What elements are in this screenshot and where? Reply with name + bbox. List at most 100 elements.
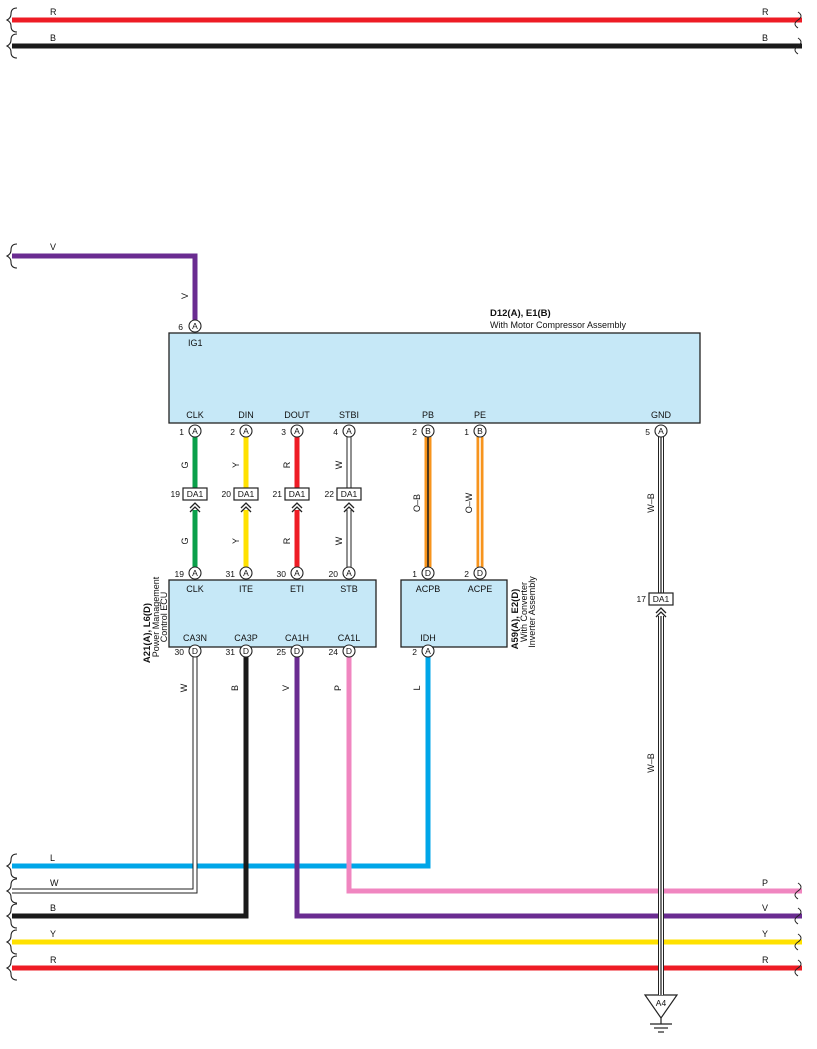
ig1-wire-vlabel: V xyxy=(180,293,190,299)
bus-label-right-6: R xyxy=(762,955,769,965)
inverter-bottom-pin-0-letter: A xyxy=(425,646,431,656)
signal-wire-label-top-1: Y xyxy=(231,462,241,468)
inverter-top-pin-0 xyxy=(421,566,435,580)
ecu-top-pin-0-letter: A xyxy=(192,568,198,578)
compressor-pin-3-letter: A xyxy=(346,426,352,436)
compressor-pin-name-1: DIN xyxy=(238,410,254,420)
inverter-bottom-pin-number-0: 2 xyxy=(412,647,417,657)
ecu-box xyxy=(168,579,377,648)
top-wire-brace-1 xyxy=(5,33,18,59)
compressor-pin-name-6: GND xyxy=(651,410,672,420)
ecu-bottom-pin-0-letter: D xyxy=(192,646,198,656)
ecu-top-pin-name-1: ITE xyxy=(239,584,253,594)
bus-label-left-5: Y xyxy=(50,929,56,939)
ecu-bottom-pin-0 xyxy=(188,644,202,658)
ecu-top-pin-name-3: STB xyxy=(340,584,358,594)
compressor-pin-number-3: 4 xyxy=(333,427,338,437)
ecu-bottom-pin-name-1: CA3P xyxy=(234,633,258,643)
junction-box-3 xyxy=(336,487,362,501)
junction-box-2 xyxy=(284,487,310,501)
inverter-top-pin-name-1: ACPE xyxy=(468,584,493,594)
inverter-title: A59(A), E2(D) xyxy=(510,589,521,650)
compressor-pin-name-2: DOUT xyxy=(284,410,310,420)
junction-chevron-0 xyxy=(189,502,201,513)
compressor-pin-name-0: CLK xyxy=(186,410,204,420)
bus-label-left-6: R xyxy=(50,955,57,965)
junction-pin-2: 21 xyxy=(273,489,283,499)
signal-wire-label-top-0: G xyxy=(180,461,190,468)
bus-wire-1-outline xyxy=(12,657,198,894)
ecu-top-pin-1-letter: A xyxy=(243,568,249,578)
compressor-pin-number-6: 5 xyxy=(645,427,650,437)
ig1-pin xyxy=(188,319,202,333)
ecu-bottom-pin-1 xyxy=(239,644,253,658)
ecu-bottom-pin-name-3: CA1L xyxy=(338,633,361,643)
inverter-line2: Inverter Assembly xyxy=(527,576,537,648)
ig1-pin-letter: A xyxy=(192,321,198,331)
top-wire-brace-0 xyxy=(5,7,18,33)
ecu-line1: Power Management xyxy=(151,576,161,657)
bus-brace-left-1 xyxy=(5,878,18,904)
inverter-bottom-pin-name-0: IDH xyxy=(420,633,436,643)
junction-label-1: DA1 xyxy=(238,489,255,499)
compressor-pin-1-letter: A xyxy=(243,426,249,436)
junction-pin-3: 22 xyxy=(325,489,335,499)
ecu-bottom-wire-label-1: B xyxy=(230,685,240,691)
compressor-pin-0 xyxy=(188,424,202,438)
top-wire-end-1 xyxy=(794,37,802,55)
compressor-pin-4-letter: B xyxy=(425,426,431,436)
ecu-top-pin-1 xyxy=(239,566,253,580)
junction-label-3: DA1 xyxy=(341,489,358,499)
pe-wire-label: O–W xyxy=(464,492,474,513)
ecu-bottom-pin-number-1: 31 xyxy=(226,647,236,657)
top-wire-end-0 xyxy=(794,11,802,29)
compressor-pin-number-1: 2 xyxy=(230,427,235,437)
compressor-pin-number-4: 2 xyxy=(412,427,417,437)
bus-label-left-2: B xyxy=(50,903,56,913)
signal-wire-label-bottom-1: Y xyxy=(231,538,241,544)
gnd-junction-pin: 17 xyxy=(637,594,647,604)
compressor-pin-1 xyxy=(239,424,253,438)
ecu-bottom-wire-label-0: W xyxy=(179,683,189,692)
junction-box-1 xyxy=(233,487,259,501)
ecu-top-pin-3 xyxy=(342,566,356,580)
ecu-bottom-pin-number-2: 25 xyxy=(277,647,287,657)
gnd-wire-label-top: W–B xyxy=(646,493,656,513)
ecu-bottom-wire-label-3: P xyxy=(333,685,343,691)
compressor-pin-5-letter: B xyxy=(477,426,483,436)
inverter-top-pin-1-letter: D xyxy=(477,568,483,578)
inverter-bottom-pin-0 xyxy=(421,644,435,658)
gnd-wire-label-bottom: W–B xyxy=(646,753,656,773)
ecu-top-pin-2-letter: A xyxy=(294,568,300,578)
ecu-bottom-pin-number-0: 30 xyxy=(175,647,185,657)
junction-pin-0: 19 xyxy=(171,489,181,499)
ecu-top-pin-name-2: ETI xyxy=(290,584,304,594)
junction-pin-1: 20 xyxy=(222,489,232,499)
bus-brace-left-6 xyxy=(5,955,18,981)
junction-chevron-1 xyxy=(240,502,252,513)
ecu-top-pin-number-1: 31 xyxy=(226,569,236,579)
bus-brace-left-0 xyxy=(5,853,18,879)
top-wire-label-right-1: B xyxy=(762,33,768,43)
inverter-top-pin-name-0: ACPB xyxy=(416,584,441,594)
bus-end-right-3 xyxy=(794,882,802,900)
ecu-bottom-pin-3-letter: D xyxy=(346,646,352,656)
top-wire-label-left-1: B xyxy=(50,33,56,43)
ecu-bottom-wire-label-2: V xyxy=(281,685,291,691)
compressor-pin-6 xyxy=(654,424,668,438)
top-wire-label-right-0: R xyxy=(762,7,769,17)
bus-end-right-6 xyxy=(794,959,802,977)
compressor-pin-name-4: PB xyxy=(422,410,434,420)
signal-wire-label-bottom-2: R xyxy=(282,537,292,544)
ecu-top-pin-number-0: 19 xyxy=(175,569,185,579)
inverter-box xyxy=(400,579,508,648)
bus-end-right-4 xyxy=(794,907,802,925)
inverter-top-pin-1 xyxy=(473,566,487,580)
ecu-bottom-pin-2 xyxy=(290,644,304,658)
inverter-top-pin-number-0: 1 xyxy=(412,569,417,579)
junction-label-0: DA1 xyxy=(187,489,204,499)
inverter-top-pin-number-1: 2 xyxy=(464,569,469,579)
ecu-title: A21(A), L6(D) xyxy=(142,603,153,663)
top-wire-label-left-0: R xyxy=(50,7,57,17)
